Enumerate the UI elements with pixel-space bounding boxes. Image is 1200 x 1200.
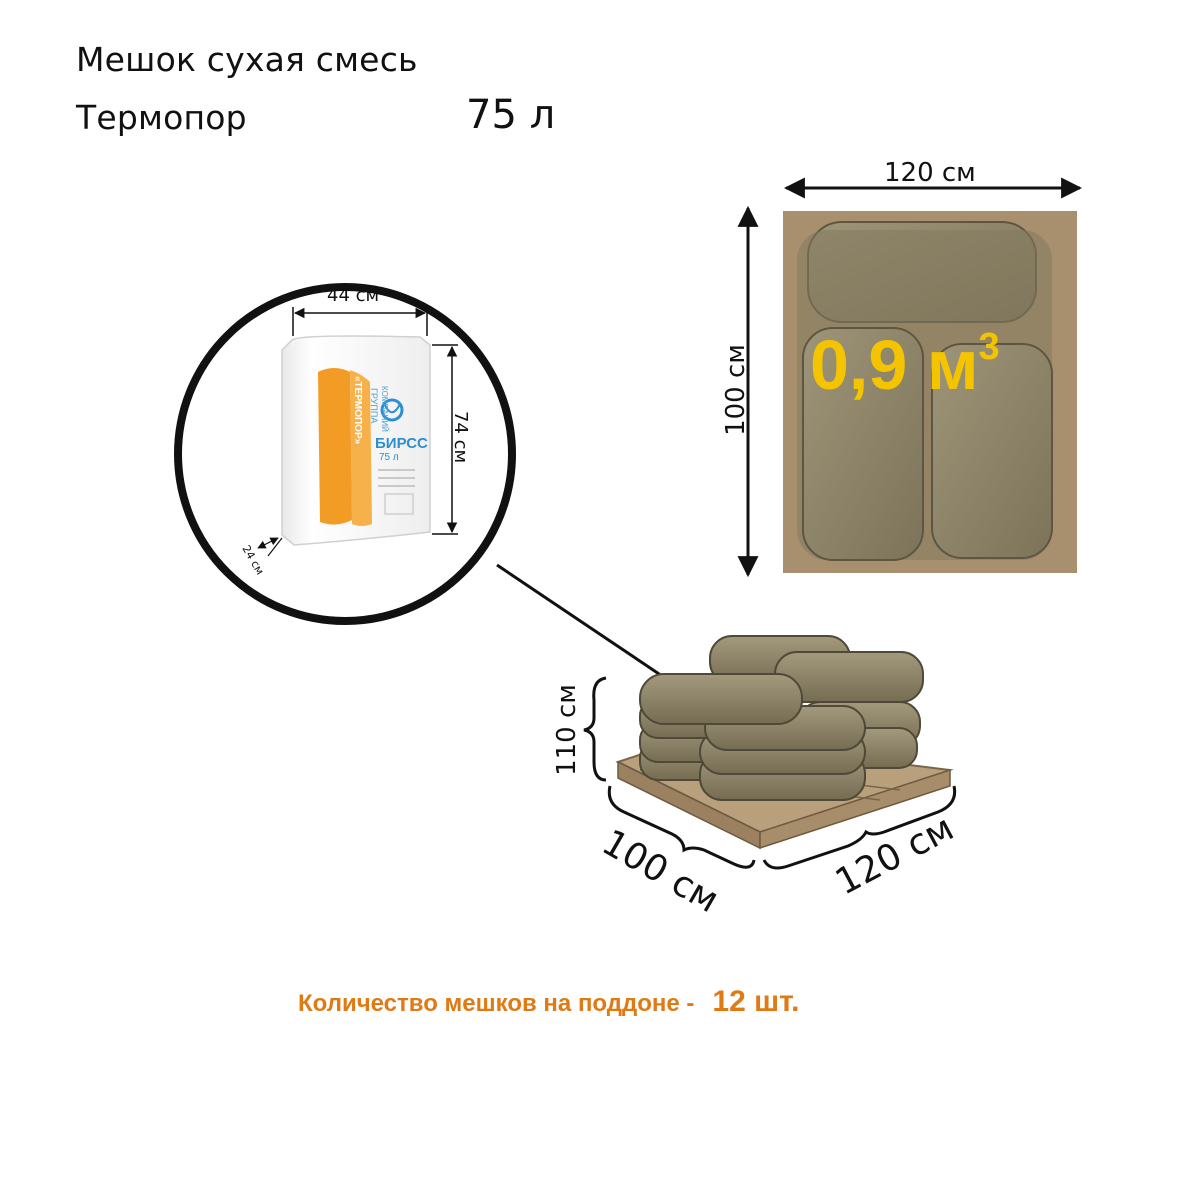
bag-brand-line1: ГРУППА: [369, 388, 379, 424]
pallet-front-right: [759, 768, 951, 850]
pallet-bag: [639, 673, 803, 725]
bag-closeup: [174, 283, 516, 625]
bag-logo-swirl: [384, 403, 401, 414]
pallet-top-height-label: 100 см: [721, 344, 751, 436]
pallet-top-bag-left: [802, 327, 924, 561]
pallet-height-label: 110 см: [552, 684, 582, 776]
bag-orange-stripe: [318, 368, 352, 525]
pallet-depth-bracket: [607, 785, 756, 869]
page-title-line1: Мешок сухая смесь: [76, 40, 418, 79]
bag-brand-line2: КОМПАНИЙ: [380, 386, 389, 432]
pallet-width-bracket: [762, 785, 957, 870]
bag-depth-arrow: [257, 537, 279, 549]
bags-per-pallet-label: Количество мешков на поддоне -: [298, 990, 695, 1017]
bag-volume-heading: 75 л: [466, 92, 556, 138]
page-title-line2: Термопор: [76, 98, 247, 137]
pallet-top-view: [737, 177, 1083, 578]
bag-orange-stripe-2: [350, 370, 372, 526]
pallet-3d-view: [583, 635, 957, 870]
bag-logo: [380, 398, 404, 422]
bag-depth-ext: [267, 537, 283, 557]
pallet-top-width-label: 120 см: [884, 158, 976, 188]
pallet-volume-label: 0,9 м3: [810, 328, 1000, 400]
pallet-volume-exponent: 3: [978, 325, 1000, 368]
bags-per-pallet: Количество мешков на поддоне - 12 шт.: [298, 985, 800, 1019]
pallet-volume-value: 0,9 м: [810, 326, 979, 404]
bag-width-label: 44 см: [327, 285, 380, 306]
bag-product-name: «ТЕРМОПОР»: [352, 376, 363, 445]
pallet-height-bracket: [583, 676, 607, 782]
pallet-top-bag-right: [931, 343, 1053, 559]
bag-volume-label: 75 л: [379, 452, 399, 463]
bags-per-pallet-value: 12 шт.: [712, 985, 800, 1018]
bag-brand-name: БИРСС: [375, 435, 428, 452]
bag-height-label: 74 см: [450, 410, 471, 464]
bag-barcode-box: [384, 493, 414, 515]
closeup-connector: [496, 563, 669, 682]
